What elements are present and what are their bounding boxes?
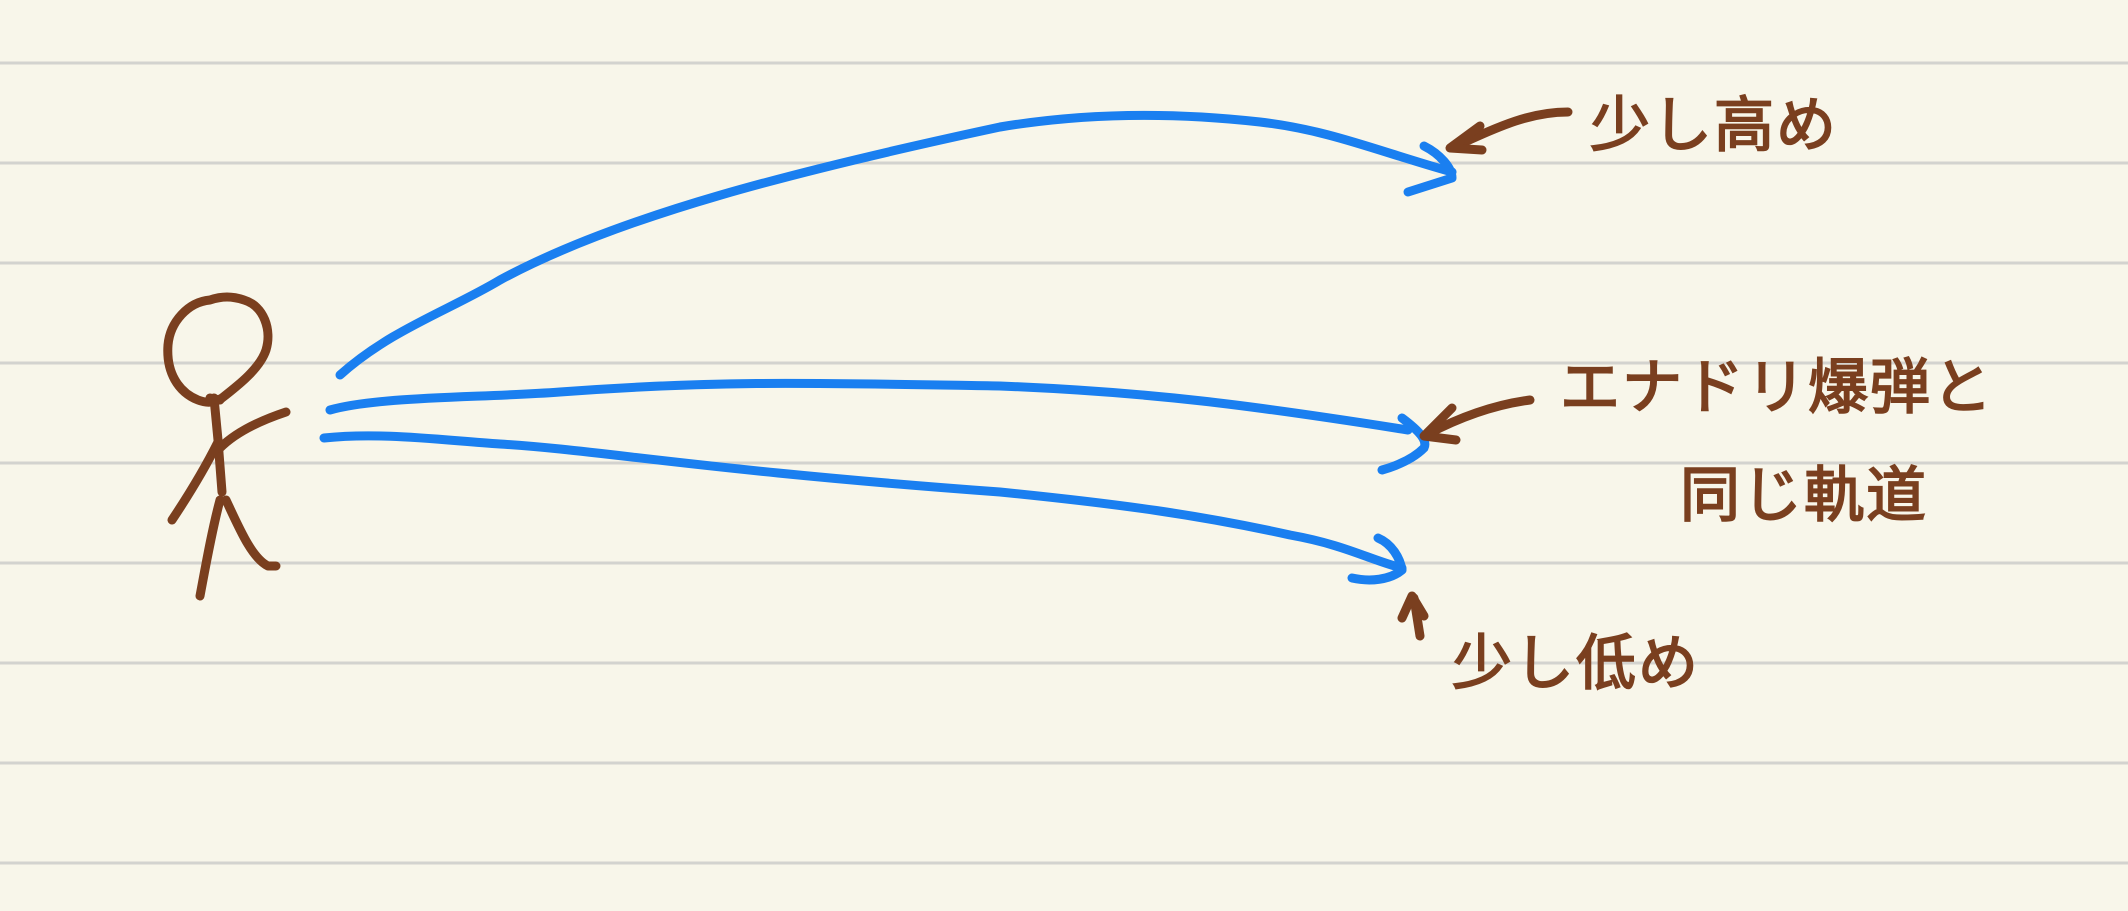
label-slightly-lower: 少し低め (1452, 629, 1700, 699)
trajectory-mid-arrowhead (1377, 413, 1430, 475)
trajectory-low-arrowhead (1347, 533, 1407, 585)
annotation-arrow-high (1451, 107, 1573, 151)
stick-figure (163, 292, 291, 601)
figure-head (163, 292, 273, 407)
trajectory-high (335, 110, 1457, 380)
trajectory-high-arrowhead (1403, 141, 1457, 197)
trajectory-low (319, 431, 1407, 573)
annotation-arrow-mid (1423, 395, 1535, 439)
figure-arm-left (167, 437, 223, 525)
figure-neck-tick (205, 393, 225, 405)
trajectories (319, 110, 1457, 585)
annotation-arrow-low-head (1397, 591, 1429, 623)
figure-leg-right (221, 495, 281, 571)
label-slightly-higher: 少し高め (1590, 91, 1838, 161)
annotation-arrow-high-head (1445, 121, 1487, 155)
annotation-arrows (1397, 107, 1573, 641)
figure-leg-left (195, 495, 225, 601)
label-same-trajectory-line1: エナドリ爆弾と (1560, 353, 1994, 423)
annotation-arrow-mid-head (1419, 403, 1461, 445)
label-same-trajectory-line2: 同じ軌道 (1680, 461, 1928, 531)
figure-arm-right (215, 407, 291, 453)
trajectory-mid (325, 378, 1413, 435)
